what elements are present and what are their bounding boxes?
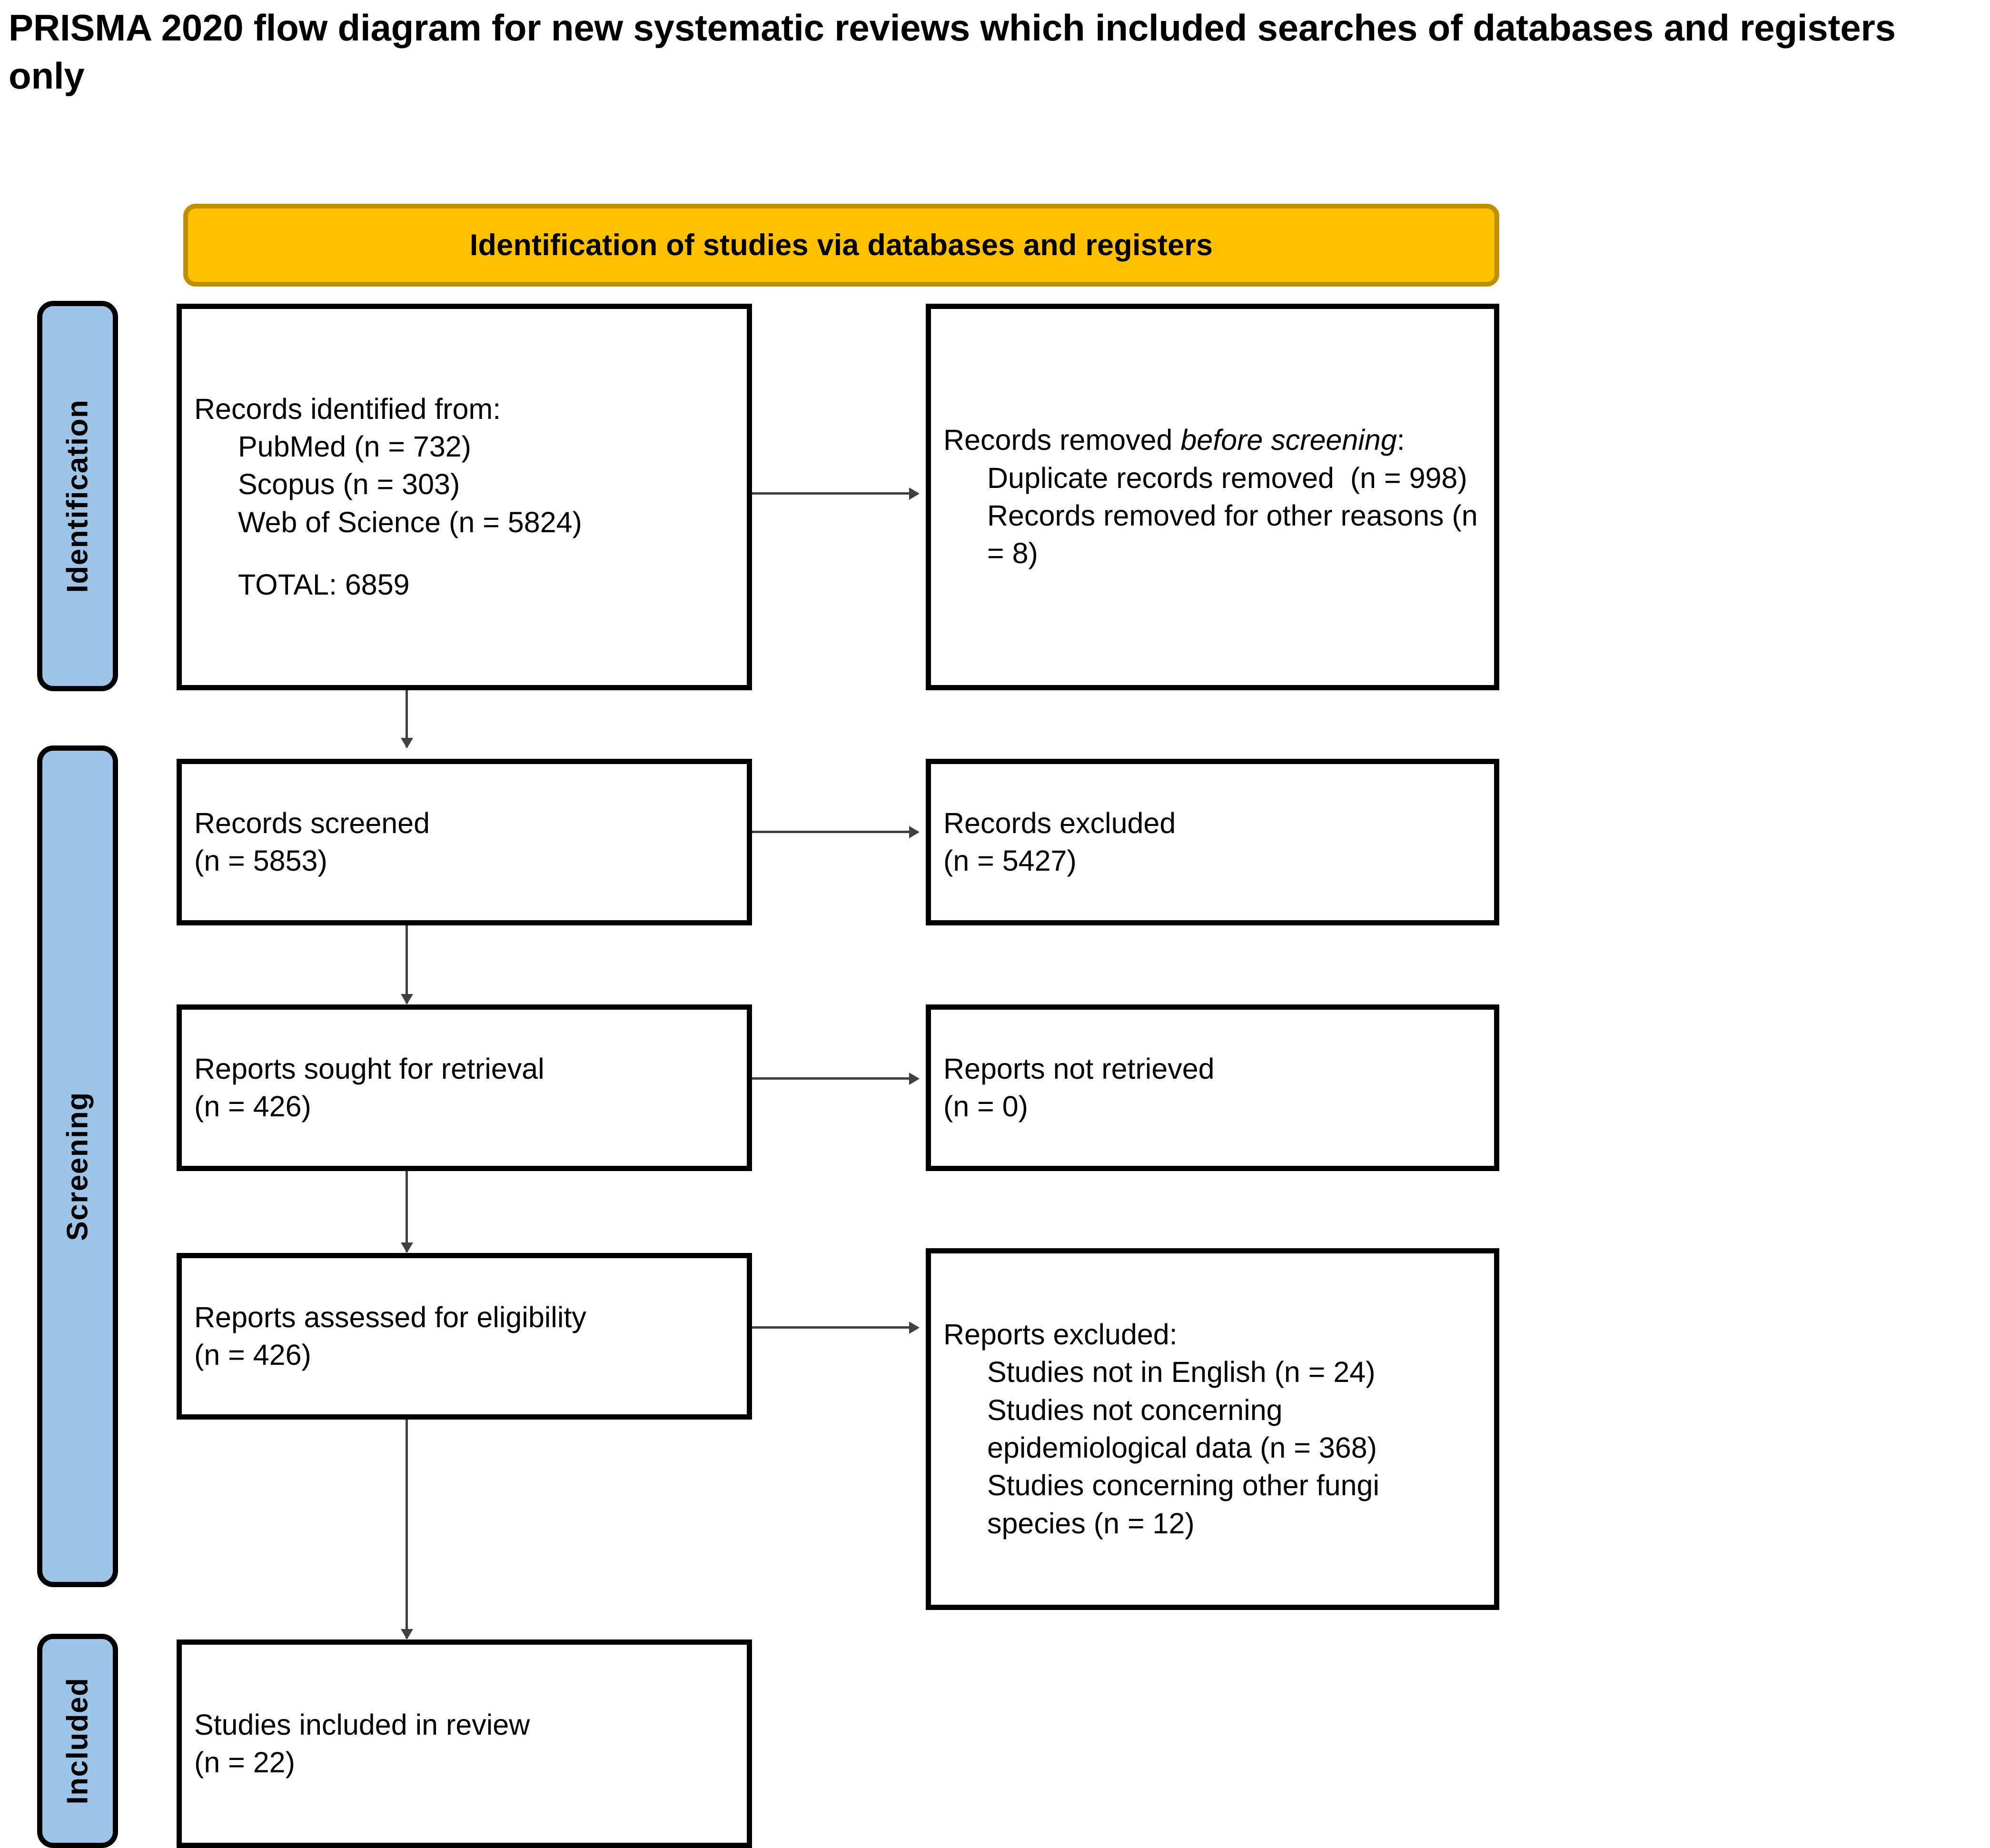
line-spacer: [194, 541, 734, 566]
line-records-removed-heading: Records removed before screening:: [943, 421, 1482, 459]
line-records-excluded-label: Records excluded: [943, 806, 1176, 839]
box-reports-assessed-text: Reports assessed for eligibility (n = 42…: [182, 1299, 747, 1374]
box-records-identified-text: Records identified from: PubMed (n = 732…: [182, 390, 747, 604]
line-records-screened-label: Records screened: [194, 806, 430, 839]
arrow-identified-to-removed: [752, 492, 918, 495]
line-records-screened-count: (n = 5853): [194, 845, 327, 877]
stage-tab-screening: Screening: [37, 745, 118, 1587]
stage-tab-screening-label: Screening: [61, 1092, 94, 1241]
line-reports-not-retrieved-label: Reports not retrieved: [943, 1052, 1215, 1085]
box-records-excluded-text: Records excluded (n = 5427): [931, 805, 1494, 880]
records-removed-heading-colon: :: [1396, 424, 1405, 457]
arrow-sought-to-not-retrieved: [752, 1077, 918, 1080]
line-removed-other-reasons: Records removed for other reasons (n = 8…: [987, 499, 1486, 570]
line-studies-included-count: (n = 22): [194, 1746, 295, 1778]
box-records-screened-text: Records screened (n = 5853): [182, 805, 747, 880]
line-web-of-science: Web of Science (n = 5824): [238, 506, 582, 538]
line-reports-not-retrieved-count: (n = 0): [943, 1090, 1028, 1123]
stage-tab-included: Included: [37, 1634, 118, 1848]
arrow-identified-to-screened: [406, 690, 408, 747]
box-records-excluded: Records excluded (n = 5427): [926, 759, 1499, 925]
line-excluded-other-fungi: Studies concerning other fungi species (…: [987, 1469, 1387, 1540]
box-records-screened: Records screened (n = 5853): [177, 759, 752, 925]
box-reports-sought: Reports sought for retrieval (n = 426): [177, 1004, 752, 1171]
box-reports-excluded: Reports excluded: Studies not in English…: [926, 1248, 1499, 1610]
arrow-screened-to-excluded: [752, 831, 918, 833]
line-reports-excluded-heading: Reports excluded:: [943, 1318, 1178, 1351]
line-excluded-not-epidemiological: Studies not concerning epidemiological d…: [987, 1393, 1377, 1464]
line-excluded-not-english: Studies not in English (n = 24): [987, 1356, 1376, 1389]
stage-tab-identification-label: Identification: [61, 399, 94, 593]
line-reports-sought-label: Reports sought for retrieval: [194, 1052, 545, 1085]
box-reports-sought-text: Reports sought for retrieval (n = 426): [182, 1050, 747, 1126]
box-records-identified: Records identified from: PubMed (n = 732…: [177, 304, 752, 690]
stage-tab-included-label: Included: [61, 1677, 94, 1805]
line-reports-assessed-count: (n = 426): [194, 1339, 311, 1371]
page-title: PRISMA 2020 flow diagram for new systema…: [9, 7, 1896, 97]
arrow-sought-to-assessed: [406, 1171, 408, 1252]
arrow-screened-to-sought: [406, 925, 408, 1003]
line-duplicates-removed: Duplicate records removed (n = 998): [987, 461, 1467, 494]
line-studies-included-label: Studies included in review: [194, 1708, 530, 1741]
box-reports-excluded-text: Reports excluded: Studies not in English…: [931, 1316, 1494, 1542]
identification-banner: Identification of studies via databases …: [183, 204, 1499, 287]
line-pubmed: PubMed (n = 732): [238, 430, 471, 463]
box-reports-not-retrieved: Reports not retrieved (n = 0): [926, 1004, 1499, 1171]
line-scopus: Scopus (n = 303): [238, 468, 460, 501]
line-reports-assessed-label: Reports assessed for eligibility: [194, 1301, 586, 1333]
box-reports-assessed: Reports assessed for eligibility (n = 42…: [177, 1253, 752, 1420]
box-studies-included: Studies included in review (n = 22): [177, 1639, 752, 1848]
line-reports-sought-count: (n = 426): [194, 1090, 311, 1123]
line-records-identified-heading: Records identified from:: [194, 392, 501, 425]
records-removed-heading-italic: before screening: [1180, 424, 1397, 457]
line-records-excluded-count: (n = 5427): [943, 845, 1077, 877]
line-total: TOTAL: 6859: [238, 568, 410, 601]
box-studies-included-text: Studies included in review (n = 22): [182, 1706, 747, 1782]
box-records-removed-text: Records removed before screening: Duplic…: [931, 421, 1494, 572]
arrow-assessed-to-reports-excluded: [752, 1326, 918, 1329]
stage-tab-identification: Identification: [37, 301, 118, 691]
box-records-removed: Records removed before screening: Duplic…: [926, 304, 1499, 690]
identification-banner-label: Identification of studies via databases …: [469, 229, 1213, 262]
records-removed-heading-plain: Records removed: [943, 424, 1181, 457]
box-reports-not-retrieved-text: Reports not retrieved (n = 0): [931, 1050, 1494, 1126]
arrow-assessed-to-included: [406, 1420, 408, 1639]
